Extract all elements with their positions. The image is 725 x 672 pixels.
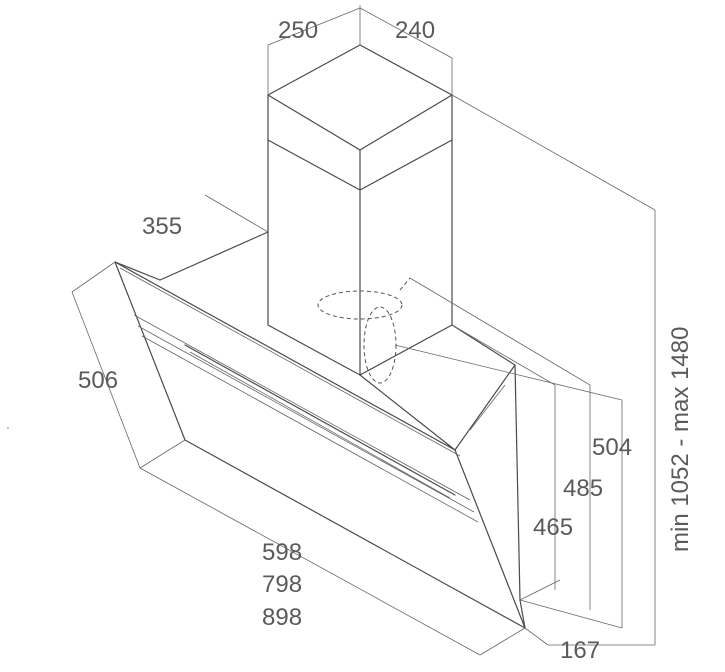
stray-dot [7,427,9,429]
duct-top-ellipse [317,290,403,320]
dim-ext-465-top [451,324,556,386]
hood-top-back [159,231,269,281]
chimney-top-front-edge [267,94,361,151]
controls-line [184,344,456,496]
label-hood-side: 355 [142,213,182,240]
hood-right-side [454,364,526,629]
label-width-3: 898 [262,604,302,631]
chimney-bottom-side [359,324,453,376]
dim-line-506 [71,291,141,469]
duct-side-ellipse [363,306,397,384]
dim-ext-floor [519,599,623,629]
hood-side-inner [469,384,506,431]
dim-line-widths-ext [479,627,526,656]
label-height-1: 504 [592,434,632,461]
dim-line-355 [204,194,269,233]
glass-panel-top-inner [119,267,461,457]
duct-outlet-dashed [317,277,411,384]
label-chimney-width: 250 [278,17,318,44]
duct-connector [399,277,411,291]
dim-ext-485-top [409,277,591,386]
dim-ext-504-top [394,344,623,401]
dim-line-506-ext [139,439,186,469]
control-strip-bottom [137,325,475,513]
dim-ext-total-top [451,94,656,211]
dimension-lines [71,5,656,656]
control-strip-top [133,314,471,501]
chimney-top-side-edge [359,94,453,151]
label-hood-height: 506 [78,367,118,394]
dim-line-widths [139,467,481,656]
dim-line-355-ext [71,261,116,293]
hood-top-right [451,324,516,366]
label-width-2: 798 [262,571,302,598]
control-strip-lower [141,335,479,523]
label-depth: 167 [560,637,600,664]
label-total-height: min 1052 - max 1480 [667,327,694,552]
chimney-bottom-front [267,324,361,376]
hood-top-corner [114,261,161,281]
hood-chimney-join [359,374,456,451]
label-height-3: 465 [533,514,573,541]
dim-line-250 [267,7,361,46]
label-height-2: 485 [563,475,603,502]
controls-line-2 [189,351,451,499]
dim-ext-167 [519,579,561,601]
dim-line-240 [359,7,453,59]
label-width-1: 598 [262,539,302,566]
label-chimney-depth: 240 [395,17,435,44]
chimney [267,44,453,376]
dim-line-167 [524,627,549,646]
dimension-labels: 250 240 355 506 598 798 898 504 485 465 … [78,17,694,664]
hood-body [114,231,526,629]
